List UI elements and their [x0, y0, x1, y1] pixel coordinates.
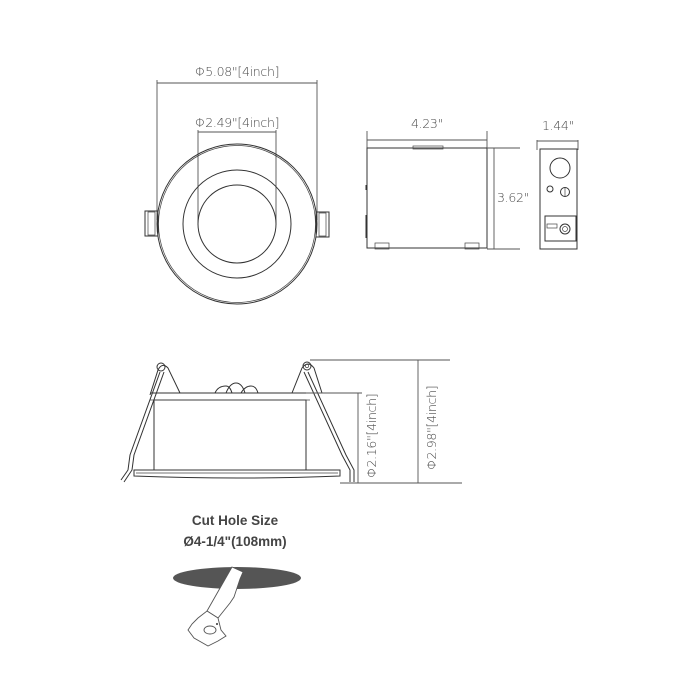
cut-hole-title: Cut Hole Size — [191, 513, 279, 528]
junction-box-front: 4.23" 3.62" — [365, 116, 529, 250]
body-height-label: Φ2.16"[4inch] — [364, 394, 379, 478]
lens — [197, 184, 277, 264]
outer-diameter-label: Φ5.08"[4inch] — [195, 64, 279, 79]
fixture-body — [153, 399, 307, 471]
junction-box-side: 1.44" — [536, 118, 579, 250]
saw-icon — [187, 566, 244, 647]
outer-trim-ring — [156, 143, 318, 305]
box-side-body — [539, 148, 578, 250]
top-view: Φ5.08"[4inch] Φ2.49"[4inch] — [144, 64, 330, 305]
cut-hole-size: Ø4-1/4"(108mm) — [183, 534, 287, 549]
box-body — [366, 147, 488, 249]
cut-hole-illustration — [173, 566, 301, 647]
mid-ring — [182, 169, 292, 279]
inner-diameter-label: Φ2.49"[4inch] — [195, 115, 279, 130]
total-height-label: Φ2.98"[4inch] — [424, 386, 439, 470]
box-height-label: 3.62" — [497, 190, 529, 205]
side-view: Φ2.16"[4inch] Φ2.98"[4inch] — [120, 359, 462, 484]
trim-flange — [133, 469, 341, 479]
box-depth-label: 1.44" — [542, 118, 574, 133]
box-width-label: 4.23" — [411, 116, 443, 131]
